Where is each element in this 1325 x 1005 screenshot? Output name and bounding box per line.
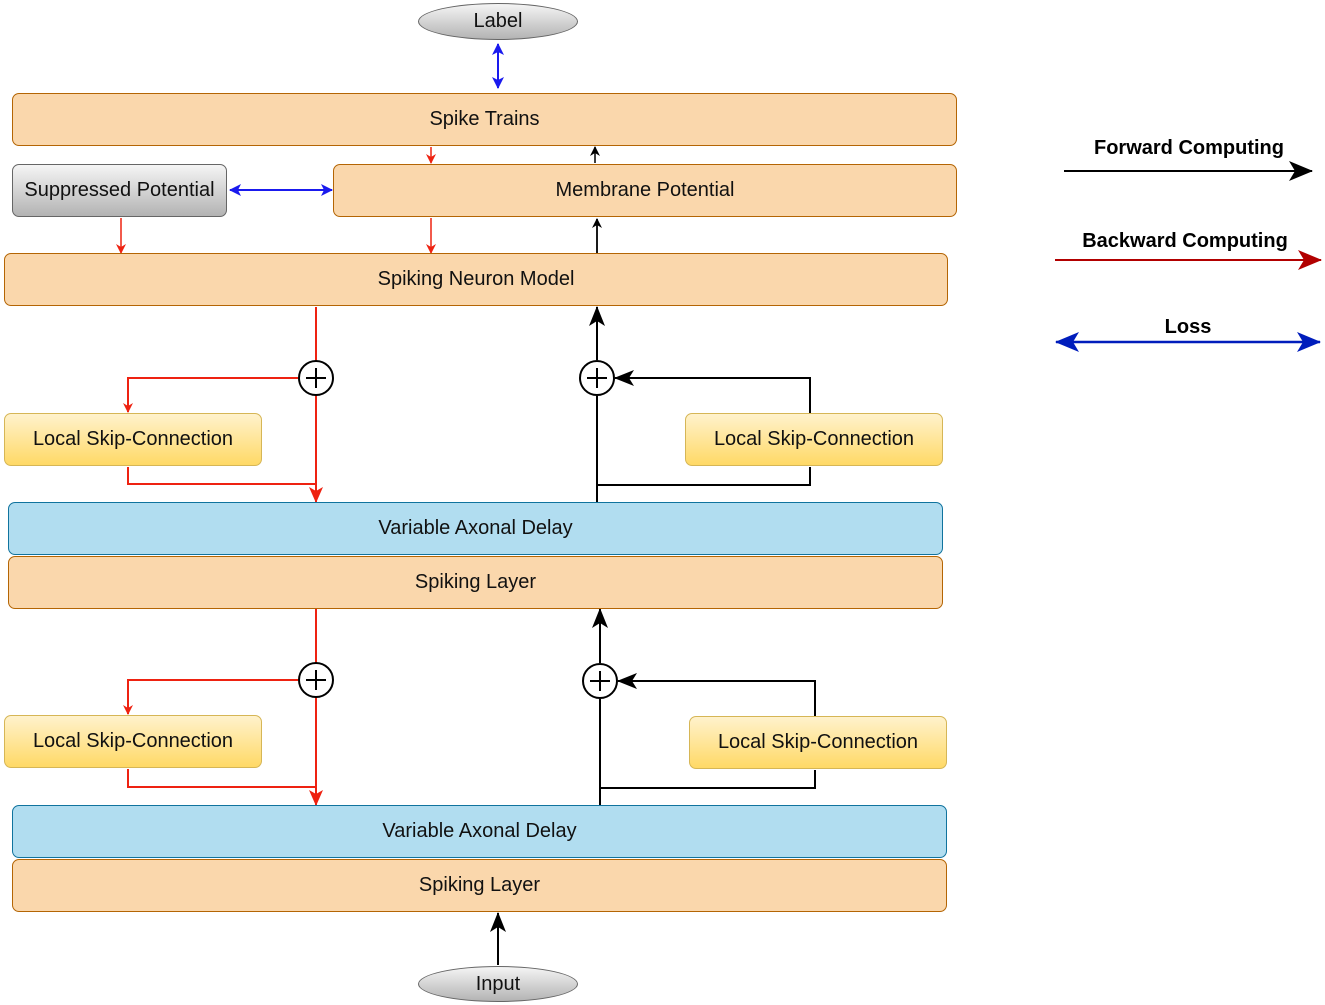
membrane-potential-box: Membrane Potential: [333, 164, 957, 217]
local-skip-connection-lower-backward: Local Skip-Connection: [4, 715, 262, 768]
sum-node-upper-backward: [298, 360, 334, 396]
legend-backward-label: Backward Computing: [1082, 230, 1288, 252]
spiking-layer-upper: Spiking Layer: [8, 556, 943, 609]
sum-node-lower-forward: [582, 663, 618, 699]
spiking-neuron-model-box: Spiking Neuron Model: [4, 253, 948, 306]
legend-loss-label: Loss: [1164, 316, 1212, 338]
forward-line-lower-skip-out: [600, 770, 816, 789]
forward-line-upper-skip-in: [614, 370, 811, 413]
legend-forward-label: Forward Computing: [1094, 137, 1284, 159]
local-skip-connection-lower-forward: Local Skip-Connection: [689, 716, 947, 769]
suppressed-potential-box: Suppressed Potential: [12, 164, 227, 217]
spike-trains-box: Spike Trains: [12, 93, 957, 146]
input-node: Input: [418, 966, 578, 1002]
local-skip-connection-upper-forward: Local Skip-Connection: [685, 413, 943, 466]
variable-axonal-delay-upper: Variable Axonal Delay: [8, 502, 943, 555]
local-skip-connection-upper-backward: Local Skip-Connection: [4, 413, 262, 466]
sum-node-upper-forward: [579, 360, 615, 396]
label-node: Label: [418, 3, 578, 40]
backward-line-lower-skip-out: [127, 769, 316, 788]
backward-line-upper-skip-in: [123, 377, 298, 413]
spiking-layer-lower: Spiking Layer: [12, 859, 947, 912]
forward-line-upper-skip-out: [597, 467, 811, 486]
forward-line-lower-skip-in: [617, 673, 816, 716]
sum-node-lower-backward: [298, 662, 334, 698]
backward-line-upper-skip-out: [127, 467, 316, 485]
backward-line-lower-skip-in: [123, 679, 298, 715]
variable-axonal-delay-lower: Variable Axonal Delay: [12, 805, 947, 858]
